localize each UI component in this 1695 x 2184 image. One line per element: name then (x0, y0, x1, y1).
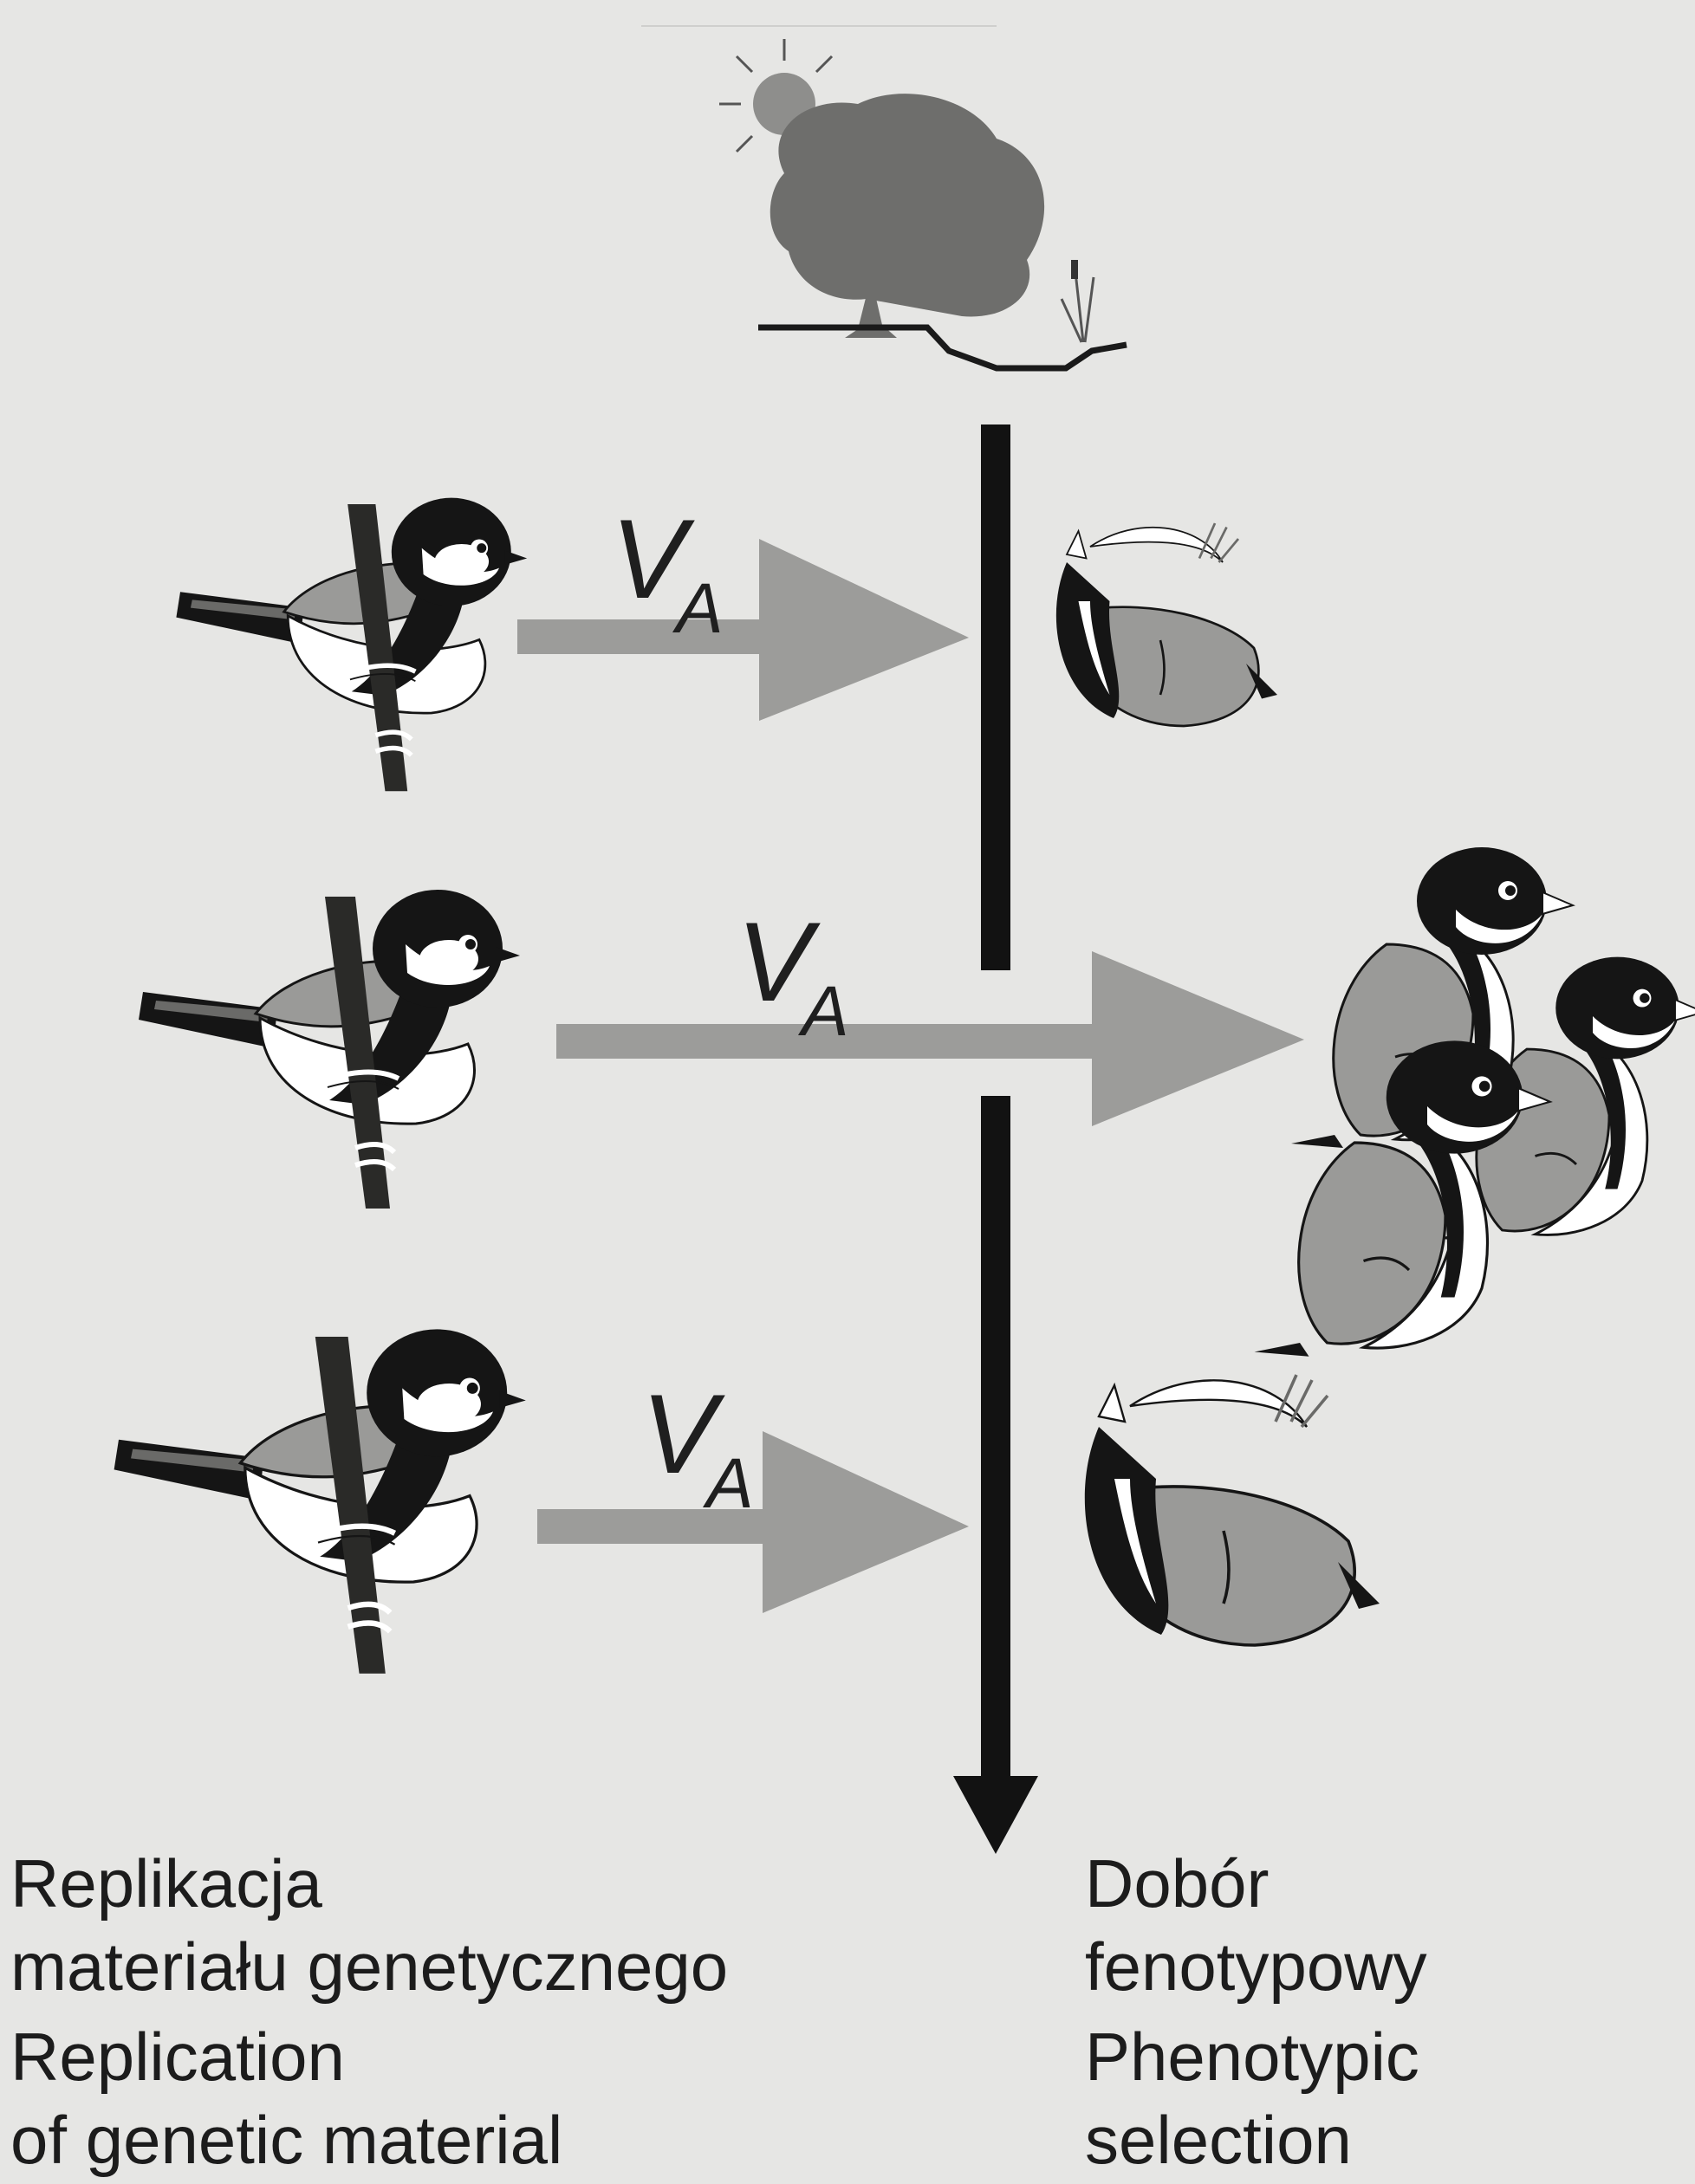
surviving-birds-group (1255, 847, 1695, 1357)
va-label-bottom: V A (641, 1371, 754, 1523)
caption-left-pl-line2: materiału genetycznego (10, 1925, 728, 2008)
arrow-top (517, 539, 969, 721)
svg-text:A: A (702, 1444, 754, 1523)
replication-caption: Replikacja materiału genetycznego Replic… (10, 1842, 728, 2181)
parent-bird-top-icon (176, 498, 527, 792)
caption-right-pl-line2: fenotypowy (1085, 1925, 1427, 2008)
parent-bird-middle-icon (139, 890, 520, 1209)
caption-left-pl-line1: Replikacja (10, 1842, 728, 1925)
selection-caption: Dobór fenotypowy Phenotypic selection (1085, 1842, 1427, 2181)
eliminated-bird-bottom-icon (1085, 1375, 1380, 1645)
caption-right-pl-line1: Dobór (1085, 1842, 1427, 1925)
selection-barrier (953, 424, 1038, 1854)
environment-icon (641, 26, 1127, 368)
eliminated-bird-top-icon (1056, 523, 1277, 726)
arrow-middle (556, 951, 1304, 1126)
caption-left-en-line2: of genetic material (10, 2098, 728, 2181)
parent-bird-bottom-icon (114, 1329, 526, 1673)
svg-text:A: A (797, 972, 849, 1051)
svg-text:A: A (672, 569, 724, 648)
caption-right-en-line2: selection (1085, 2098, 1427, 2181)
tree-icon (770, 94, 1044, 338)
caption-left-en-line1: Replication (10, 2015, 728, 2098)
caption-right-en-line1: Phenotypic (1085, 2015, 1427, 2098)
